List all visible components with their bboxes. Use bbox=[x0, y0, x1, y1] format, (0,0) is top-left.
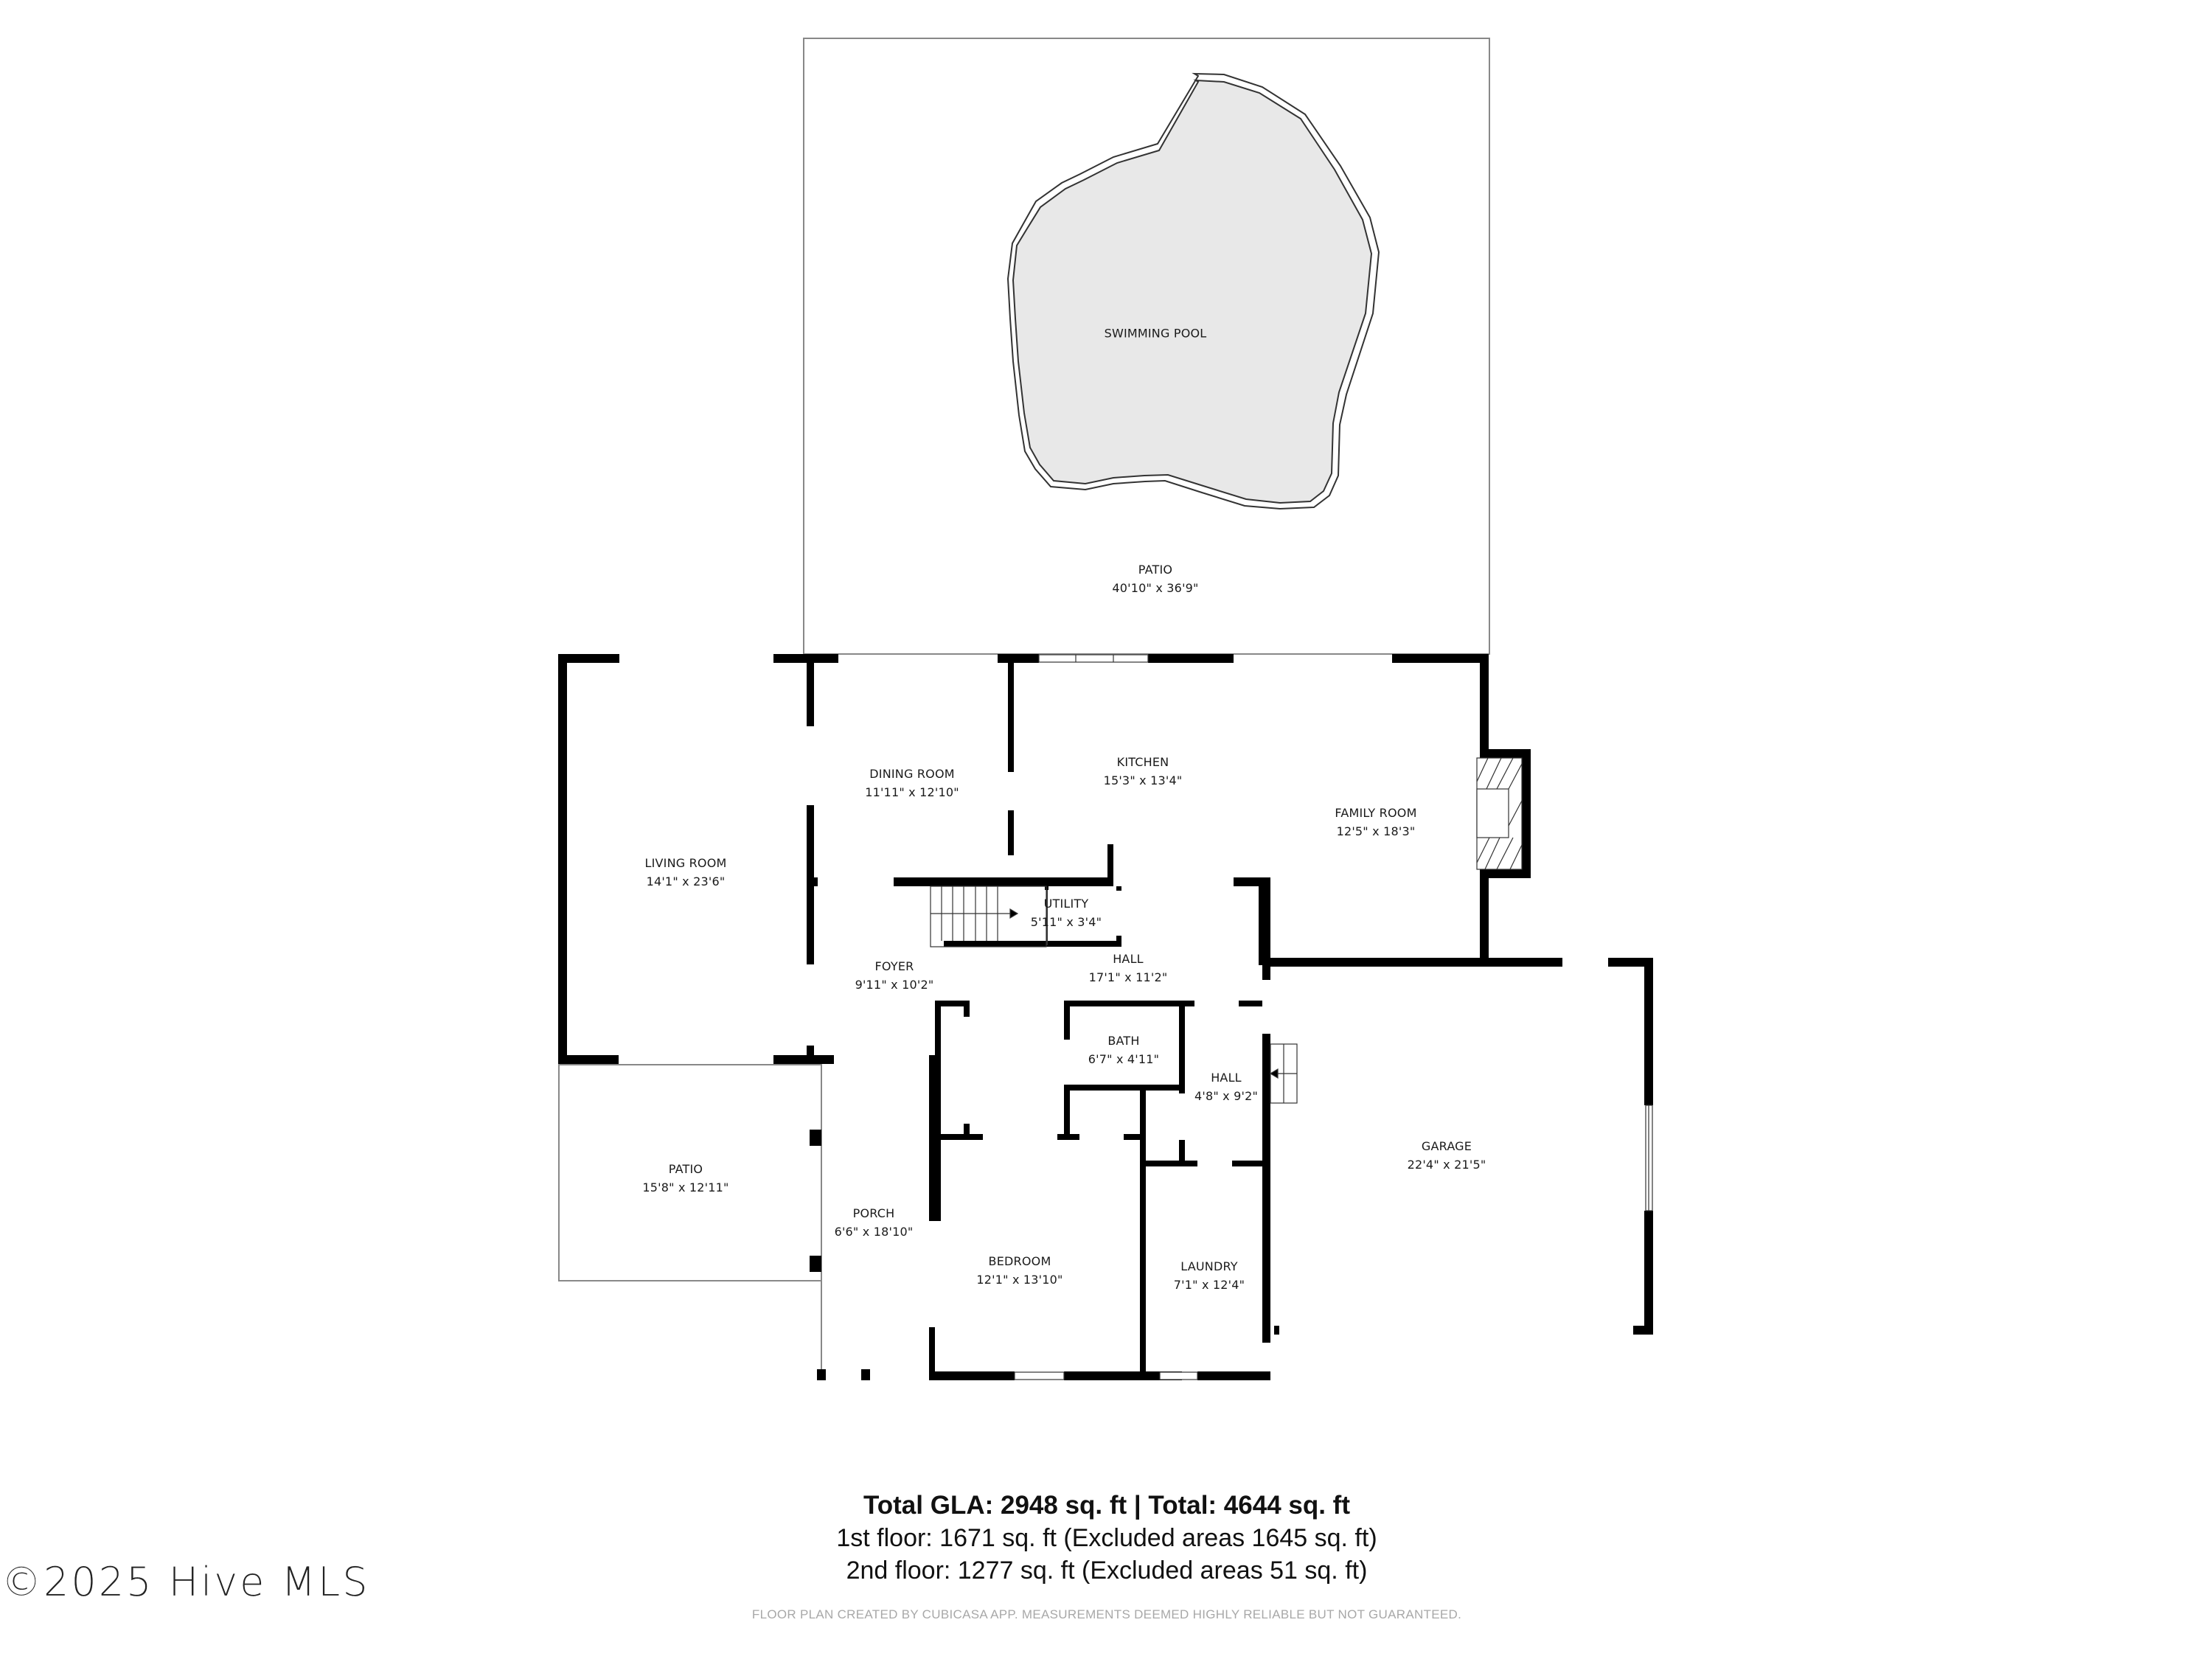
room-label-patio-side: PATIO 15'8" x 12'11" bbox=[642, 1160, 728, 1197]
walls bbox=[558, 654, 1653, 1380]
garage-steps-icon bbox=[1269, 1043, 1298, 1104]
first-floor-area: 1st floor: 1671 sq. ft (Excluded areas 1… bbox=[836, 1524, 1377, 1552]
room-dimensions: 5'11" x 3'4" bbox=[1030, 915, 1102, 929]
room-dimensions: 15'3" x 13'4" bbox=[1103, 773, 1183, 787]
room-name: GARAGE bbox=[1421, 1139, 1472, 1153]
room-label-bedroom: BEDROOM 12'1" x 13'10" bbox=[976, 1252, 1062, 1289]
room-dimensions: 6'6" x 18'10" bbox=[834, 1225, 914, 1239]
room-label-family-room: FAMILY ROOM 12'5" x 18'3" bbox=[1335, 804, 1416, 841]
room-dimensions: 9'11" x 10'2" bbox=[855, 978, 934, 992]
room-dimensions: 12'5" x 18'3" bbox=[1336, 824, 1416, 838]
room-label-living-room: LIVING ROOM 14'1" x 23'6" bbox=[644, 854, 726, 891]
room-label-foyer: FOYER 9'11" x 10'2" bbox=[855, 957, 934, 994]
room-name: BATH bbox=[1107, 1034, 1140, 1048]
room-dimensions: 12'1" x 13'10" bbox=[976, 1273, 1063, 1287]
room-name: FOYER bbox=[874, 959, 914, 973]
room-label-hall-main: HALL 17'1" x 11'2" bbox=[1089, 950, 1168, 987]
room-label-patio-back: PATIO 40'10" x 36'9" bbox=[1112, 560, 1198, 597]
room-name: FAMILY ROOM bbox=[1335, 806, 1417, 820]
back-patio-area bbox=[803, 38, 1490, 655]
room-dimensions: 7'1" x 12'4" bbox=[1173, 1278, 1245, 1292]
room-label-swimming-pool: SWIMMING POOL bbox=[1105, 324, 1207, 343]
room-name: PORCH bbox=[852, 1206, 895, 1220]
room-label-dining-room: DINING ROOM 11'11" x 12'10" bbox=[865, 765, 959, 801]
room-name: UTILITY bbox=[1043, 897, 1089, 911]
room-name: KITCHEN bbox=[1116, 755, 1169, 769]
total-area-line: Total GLA: 2948 sq. ft | Total: 4644 sq.… bbox=[863, 1491, 1350, 1520]
room-dimensions: 17'1" x 11'2" bbox=[1088, 970, 1168, 984]
room-dimensions: 14'1" x 23'6" bbox=[646, 874, 726, 888]
room-label-utility: UTILITY 5'11" x 3'4" bbox=[1031, 894, 1102, 931]
room-label-kitchen: KITCHEN 15'3" x 13'4" bbox=[1104, 753, 1183, 790]
area-summary: Total GLA: 2948 sq. ft | Total: 4644 sq.… bbox=[836, 1489, 1377, 1587]
room-name: DINING ROOM bbox=[869, 767, 955, 781]
swimming-pool-shape bbox=[1006, 72, 1380, 510]
room-dimensions: 40'10" x 36'9" bbox=[1112, 581, 1199, 595]
room-name: PATIO bbox=[668, 1162, 703, 1176]
room-dimensions: 22'4" x 21'5" bbox=[1407, 1158, 1486, 1172]
room-name: BEDROOM bbox=[988, 1254, 1051, 1268]
room-label-porch: PORCH 6'6" x 18'10" bbox=[835, 1204, 914, 1241]
room-name: PATIO bbox=[1138, 563, 1173, 577]
room-dimensions: 11'11" x 12'10" bbox=[865, 785, 959, 799]
room-label-hall-side: HALL 4'8" x 9'2" bbox=[1194, 1068, 1258, 1105]
room-label-garage: GARAGE 22'4" x 21'5" bbox=[1408, 1137, 1486, 1174]
room-name: SWIMMING POOL bbox=[1104, 326, 1207, 341]
garage-window bbox=[1645, 1105, 1653, 1211]
second-floor-area: 2nd floor: 1277 sq. ft (Excluded areas 5… bbox=[846, 1557, 1368, 1585]
room-dimensions: 6'7" x 4'11" bbox=[1088, 1052, 1160, 1066]
room-dimensions: 15'8" x 12'11" bbox=[642, 1180, 729, 1194]
fireplace-icon bbox=[1476, 757, 1523, 870]
room-name: LAUNDRY bbox=[1180, 1259, 1238, 1273]
room-label-bath: BATH 6'7" x 4'11" bbox=[1088, 1032, 1159, 1068]
room-name: HALL bbox=[1113, 952, 1144, 966]
staircase-icon bbox=[930, 886, 1047, 947]
side-patio-area bbox=[558, 1064, 822, 1376]
room-name: HALL bbox=[1211, 1071, 1242, 1085]
room-name: LIVING ROOM bbox=[644, 856, 727, 870]
room-dimensions: 4'8" x 9'2" bbox=[1194, 1089, 1259, 1103]
copyright-watermark: ©2025 Hive MLS bbox=[1, 1559, 370, 1605]
room-label-laundry: LAUNDRY 7'1" x 12'4" bbox=[1174, 1257, 1245, 1294]
disclaimer-text: FLOOR PLAN CREATED BY CUBICASA APP. MEAS… bbox=[751, 1607, 1462, 1621]
